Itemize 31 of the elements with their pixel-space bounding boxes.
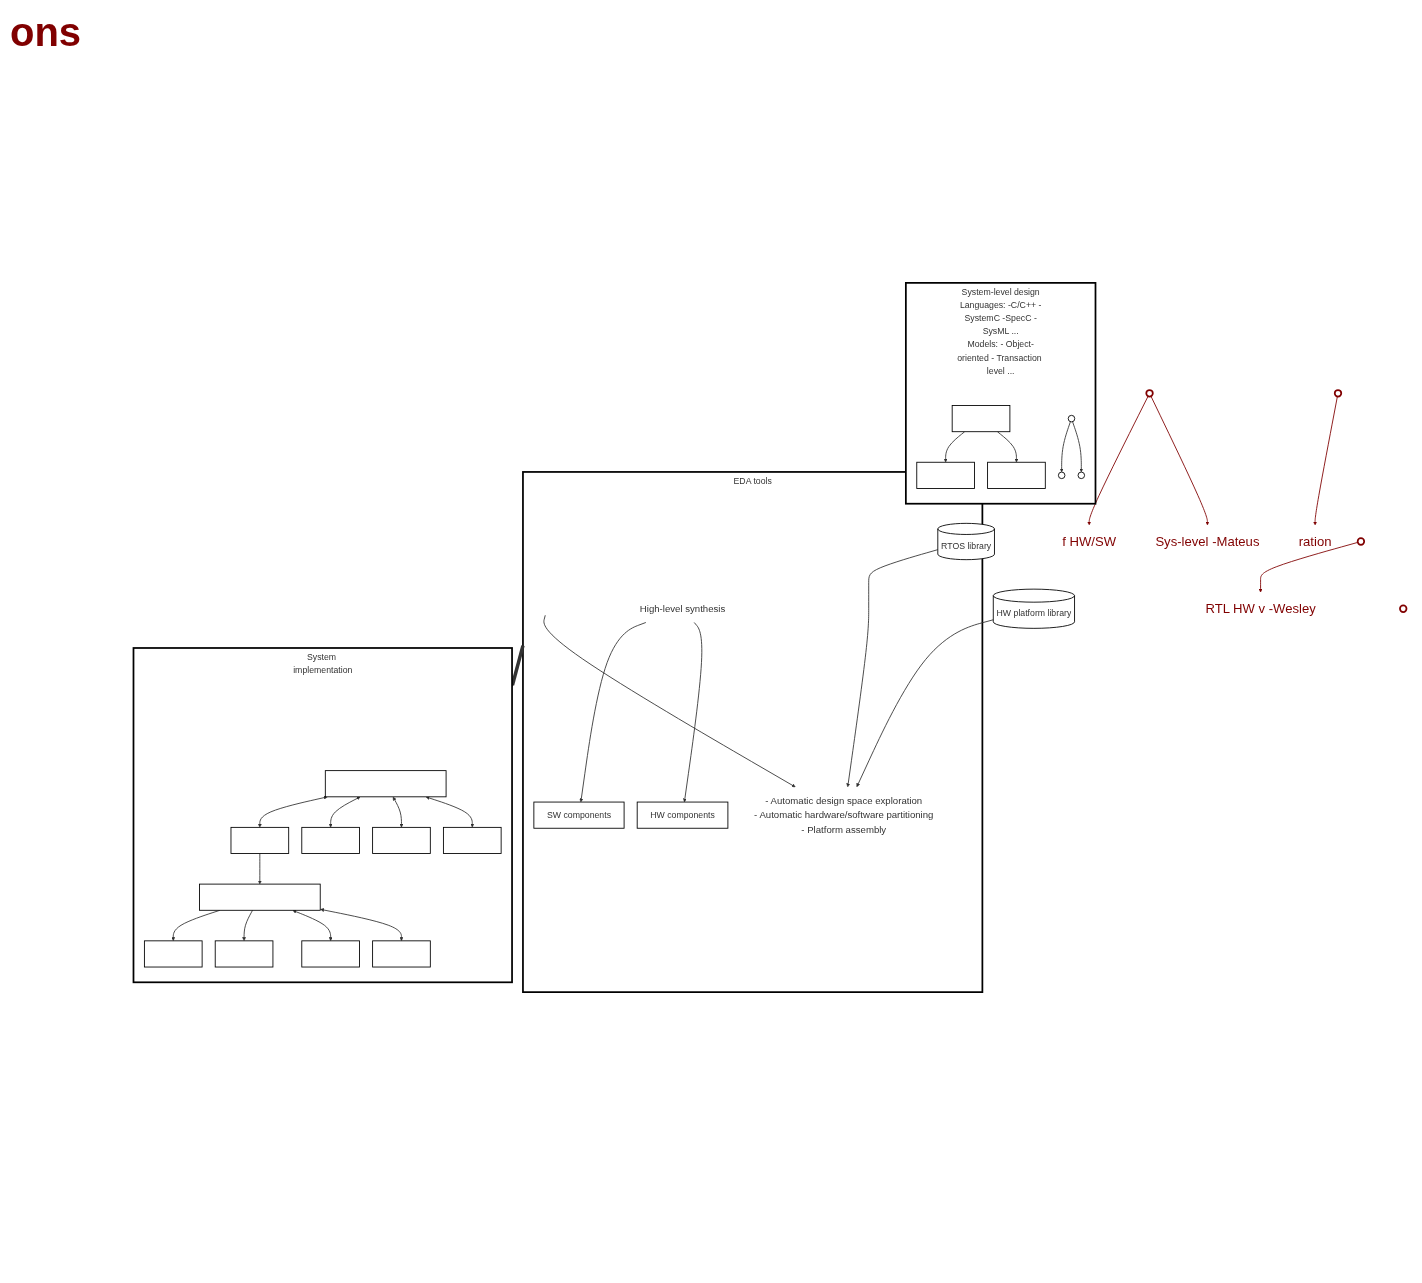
node-box: [143, 940, 203, 968]
node-box: [951, 405, 1011, 433]
node-box: [301, 826, 360, 854]
cluster: System-level design Languages: -C/C++ -SystemC -SpecC -SysML ... Models: - Object-oriented - Transaction level ...: [905, 282, 1097, 505]
node-text: RTL HW v -Wesley: [1205, 601, 1316, 616]
node-box: [372, 826, 431, 854]
node-text: Sys-level -Mateus: [1155, 534, 1260, 549]
node-box: [987, 461, 1046, 489]
node-text: - Automatic design space exploration - Automatic hardware/software partitioning - Platform assembly: [754, 795, 934, 836]
node-box: [372, 940, 431, 968]
node-box: [301, 940, 360, 968]
node-box: SW components: [533, 801, 625, 829]
node-text: ration: [1298, 534, 1332, 549]
node-box: HW components: [636, 801, 729, 829]
node-box: [916, 461, 975, 489]
node-ellipse: [1399, 604, 1408, 613]
node-text: f HW/SW: [1062, 534, 1117, 549]
node-circle: [1057, 471, 1066, 480]
node-circle: [1067, 414, 1076, 423]
node-box: [214, 940, 274, 968]
node-bar: [199, 883, 321, 911]
node-circle: [1077, 471, 1085, 480]
node-ellipse: [1145, 389, 1154, 398]
node-ellipse: [1333, 389, 1343, 398]
node-ellipse: [1356, 537, 1366, 546]
node-box: [442, 826, 502, 854]
node-text: High-level synthesis: [639, 603, 726, 615]
node-box: [230, 826, 290, 854]
note-text: ons: [10, 10, 82, 55]
cluster: System implementation: [132, 647, 513, 984]
node-bar: [324, 770, 447, 798]
